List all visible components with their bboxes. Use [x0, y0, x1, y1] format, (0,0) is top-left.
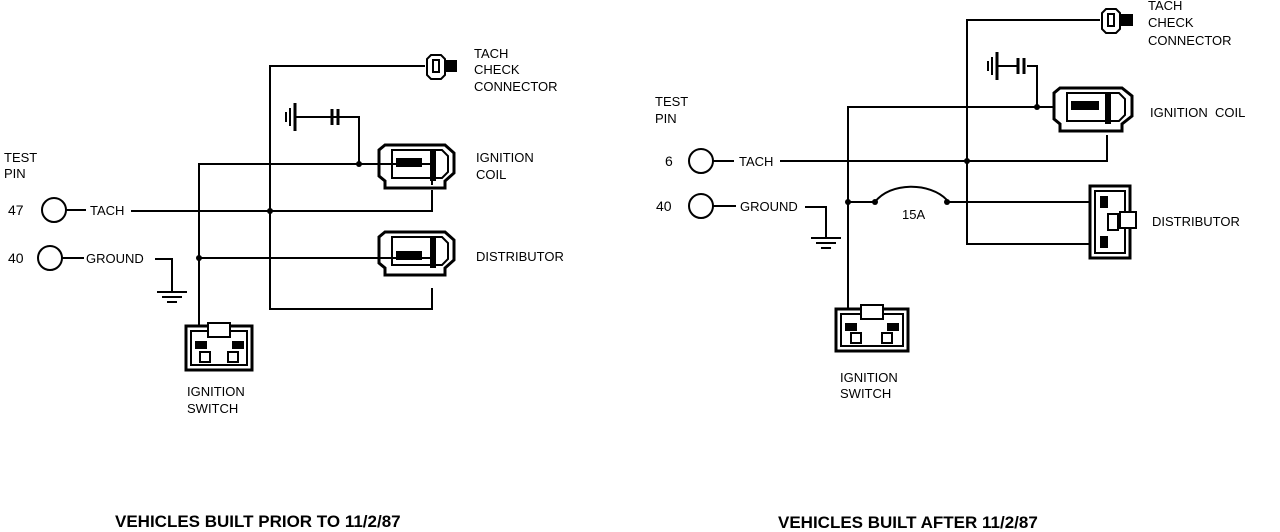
left-wire-dist-return — [269, 211, 433, 310]
left-test-pin-label: PIN — [4, 166, 26, 181]
right-ignition-coil-icon — [1052, 86, 1134, 133]
right-wire-cap — [1027, 65, 1038, 107]
left-tach-connector-label: CHECK — [474, 62, 520, 77]
left-ignition-switch-icon — [184, 322, 254, 372]
right-capacitor-icon — [987, 52, 1026, 80]
left-ignition-switch-label: IGNITION — [187, 384, 245, 399]
left-distributor-icon — [377, 230, 456, 277]
right-pin-tach-number: 6 — [665, 153, 673, 169]
right-tach-connector-icon — [1101, 8, 1133, 34]
left-test-pin-tach-icon — [41, 197, 67, 223]
right-splice-dot — [964, 158, 970, 164]
left-distributor-label: DISTRIBUTOR — [476, 249, 564, 264]
right-ignition-switch-icon — [834, 304, 910, 353]
right-test-pin-label: PIN — [655, 111, 677, 126]
right-wire-switch-feed — [847, 106, 1055, 310]
right-caption: VEHICLES BUILT AFTER 11/2/87 — [778, 513, 1038, 532]
right-pin-ground-number: 40 — [656, 198, 672, 214]
right-pin-tach-label: TACH — [739, 154, 773, 169]
left-tach-connector-icon — [426, 54, 457, 80]
right-wire-tach — [780, 135, 1108, 162]
right-wire-tach-connector — [966, 19, 1100, 161]
left-tach-connector-label: TACH — [474, 46, 508, 61]
left-wire-tach-connector — [269, 65, 425, 211]
right-distributor-label: DISTRIBUTOR — [1152, 214, 1240, 229]
right-tach-connector-label: CONNECTOR — [1148, 33, 1232, 48]
right-wire-fuse — [874, 185, 948, 203]
right-ground-icon — [811, 237, 841, 249]
left-pin-ground-number: 40 — [8, 250, 24, 266]
right-test-pin-ground-icon — [688, 193, 714, 219]
right-pin-ground-label: GROUND — [740, 199, 798, 214]
right-wire-dist-return — [966, 161, 1090, 245]
right-diagram: TEST PIN 6 TACH 40 GROUND 15A TACH CHECK… — [655, 0, 1245, 532]
left-pin-ground-label: GROUND — [86, 251, 144, 266]
left-wire-cap — [342, 116, 360, 164]
right-test-pin-tach-icon — [688, 148, 714, 174]
right-splice-dot — [845, 199, 851, 205]
right-fuse-terminal — [944, 199, 950, 205]
left-splice-dot — [267, 208, 273, 214]
left-splice-dot — [356, 161, 362, 167]
right-ignition-switch-label: IGNITION — [840, 370, 898, 385]
left-diagram: TEST PIN 47 TACH 40 GROUND TACH CHECK CO… — [4, 46, 564, 531]
left-ignition-switch-label: SWITCH — [187, 401, 238, 416]
right-ignition-switch-label: SWITCH — [840, 386, 891, 401]
left-pin-tach-label: TACH — [90, 203, 124, 218]
right-tach-connector-label: CHECK — [1148, 15, 1194, 30]
left-ignition-coil-label: COIL — [476, 167, 506, 182]
left-tach-connector-label: CONNECTOR — [474, 79, 558, 94]
right-tach-connector-label: TACH — [1148, 0, 1182, 13]
left-splice-dot — [196, 255, 202, 261]
left-wire-ground-pin — [155, 258, 173, 292]
left-ignition-coil-icon — [377, 143, 456, 190]
right-test-pin-label: TEST — [655, 94, 688, 109]
left-ground-icon — [157, 291, 187, 303]
left-capacitor-icon — [285, 103, 342, 131]
right-wire-ground-pin — [805, 206, 827, 238]
left-test-pin-label: TEST — [4, 150, 37, 165]
right-fuse-label: 15A — [902, 207, 925, 222]
left-test-pin-ground-icon — [37, 245, 63, 271]
left-caption: VEHICLES BUILT PRIOR TO 11/2/87 — [115, 512, 401, 531]
left-pin-tach-number: 47 — [8, 202, 24, 218]
right-fuse-terminal — [872, 199, 878, 205]
right-ignition-coil-label: IGNITION COIL — [1150, 105, 1245, 120]
right-distributor-icon — [1088, 184, 1137, 260]
left-ignition-coil-label: IGNITION — [476, 150, 534, 165]
right-splice-dot — [1034, 104, 1040, 110]
left-wire-tach — [131, 190, 433, 212]
